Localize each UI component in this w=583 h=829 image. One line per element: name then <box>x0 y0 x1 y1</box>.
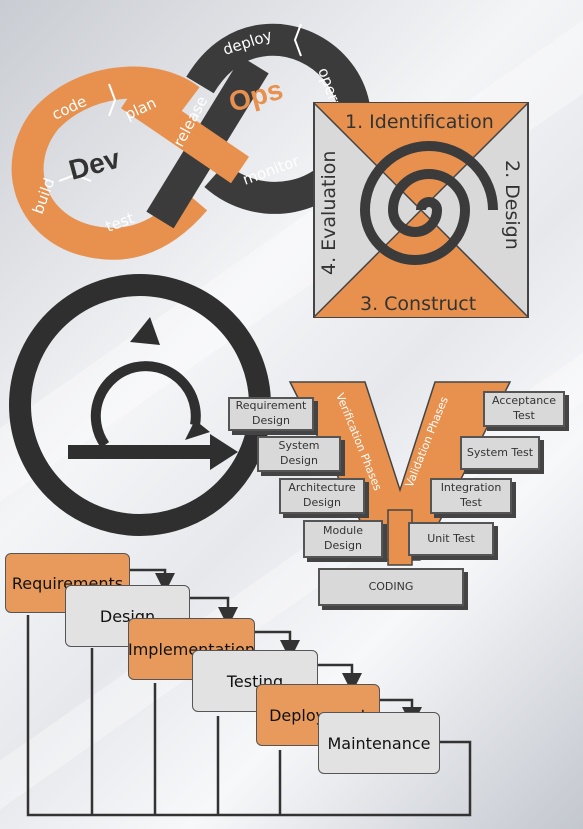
v-box-system-test: System Test <box>460 436 540 470</box>
spiral-phase-construct: 3. Construct <box>360 293 476 315</box>
spiral-phase-evaluation: 4. Evaluation <box>318 151 340 275</box>
v-box-coding: CODING <box>318 568 464 606</box>
v-box-architecture-design: Architecture Design <box>279 478 365 514</box>
v-box-requirement-design: Requirement Design <box>228 397 314 431</box>
waterfall-step-maintenance: Maintenance <box>318 712 440 774</box>
v-box-acceptance-test: Acceptance Test <box>483 391 565 427</box>
waterfall-connectors <box>26 568 472 817</box>
spiral-phase-design: 2. Design <box>501 160 523 250</box>
spiral-phase-identification: 1. Identification <box>345 111 494 133</box>
devops-dev-label: Dev <box>66 142 124 185</box>
v-box-integration-test: Integration Test <box>430 478 512 514</box>
devops-infinity-loop <box>11 23 372 260</box>
spiral-model <box>313 102 529 318</box>
v-box-module-design: Module Design <box>303 520 383 558</box>
v-box-unit-test: Unit Test <box>408 522 494 556</box>
v-box-system-design: System Design <box>257 436 341 472</box>
agile-cycle-icon <box>9 274 271 536</box>
